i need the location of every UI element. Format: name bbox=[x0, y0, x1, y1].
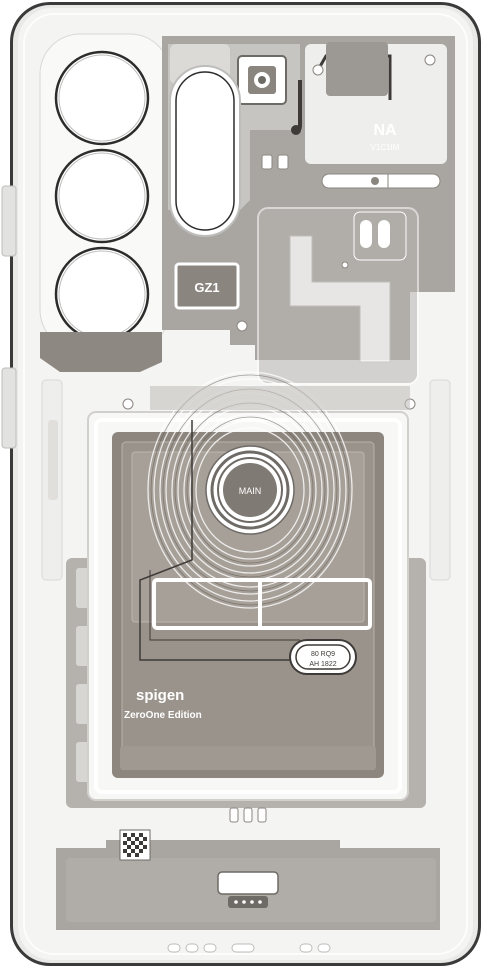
brand-logo: spigen bbox=[136, 687, 184, 704]
top-bracket-bar bbox=[321, 173, 441, 189]
side-button-volume bbox=[1, 367, 17, 449]
na-label: NA bbox=[373, 122, 397, 139]
magnet-ring-center bbox=[223, 463, 277, 517]
main-label: MAIN bbox=[239, 486, 262, 496]
na-sublabel: V1C1IM bbox=[371, 143, 400, 152]
chip-label-2: AH 1822 bbox=[309, 661, 336, 668]
qr-code bbox=[119, 829, 151, 861]
flex-cable bbox=[289, 235, 391, 363]
side-button-top bbox=[1, 185, 17, 257]
camera-lens-1 bbox=[54, 50, 150, 146]
gz1-chip bbox=[174, 262, 240, 310]
gz1-label: GZ1 bbox=[194, 280, 219, 295]
camera-lens-3 bbox=[54, 246, 150, 342]
camera-lens-2 bbox=[54, 148, 150, 244]
chip-pill bbox=[289, 639, 357, 675]
usb-connector bbox=[217, 871, 279, 895]
chip-label-1: 80 RQ9 bbox=[311, 651, 335, 658]
edition-label: ZeroOne Edition bbox=[124, 710, 202, 721]
